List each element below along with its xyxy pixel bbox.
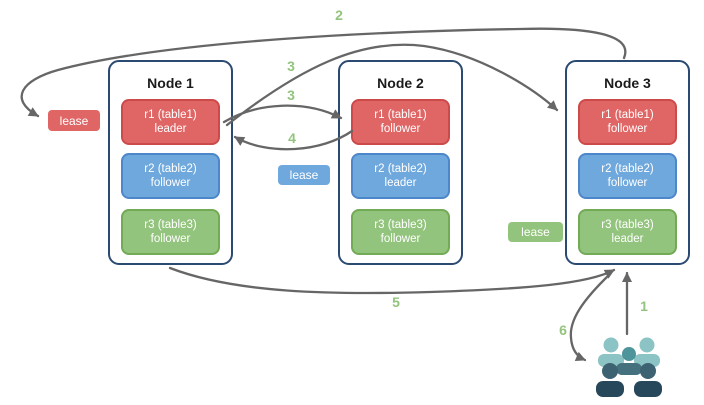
lease-chip-r1: lease — [48, 110, 100, 131]
node-2-title: Node 2 — [377, 75, 424, 91]
node-3-replica-r1: r1 (table1) follower — [578, 99, 677, 145]
node-2-replica-r2: r2 (table2) leader — [351, 153, 450, 199]
replica-range: r2 (table2) — [601, 163, 654, 175]
replica-role: follower — [607, 123, 648, 135]
lease-chip-r2: lease — [278, 165, 330, 185]
node-2: Node 2 r1 (table1) follower r2 (table2) … — [338, 60, 463, 265]
node-1-replica-r1: r1 (table1) leader — [121, 99, 220, 145]
step-label-2: 2 — [335, 7, 343, 23]
replica-role: follower — [150, 177, 191, 189]
lease-label: lease — [59, 113, 89, 128]
replica-range: r2 (table2) — [144, 163, 197, 175]
replica-range: r1 (table1) — [374, 109, 427, 121]
replica-role: follower — [380, 123, 421, 135]
step-label-3a: 3 — [287, 58, 295, 74]
replica-range: r1 (table1) — [601, 109, 654, 121]
node-1-replica-r3: r3 (table3) follower — [121, 209, 220, 255]
replica-role: follower — [607, 177, 648, 189]
node-3: Node 3 r1 (table1) follower r2 (table2) … — [565, 60, 690, 265]
arrow-step-5 — [168, 266, 616, 295]
step-label-4: 4 — [288, 130, 296, 146]
lease-chip-r3: lease — [508, 222, 563, 242]
node-3-title: Node 3 — [604, 75, 651, 91]
arrow-step-6 — [569, 272, 612, 362]
replica-role: follower — [380, 233, 421, 245]
node-1-replica-r2: r2 (table2) follower — [121, 153, 220, 199]
replica-range: r2 (table2) — [374, 163, 427, 175]
node-1-title: Node 1 — [147, 75, 194, 91]
step-label-6: 6 — [559, 322, 567, 338]
lease-label: lease — [521, 225, 550, 239]
node-3-replica-r3: r3 (table3) leader — [578, 209, 677, 255]
lease-label: lease — [289, 168, 319, 182]
replica-range: r3 (table3) — [374, 219, 427, 231]
users-icon — [596, 337, 662, 397]
replica-range: r1 (table1) — [144, 109, 197, 121]
replica-range: r3 (table3) — [601, 219, 654, 231]
replica-role: follower — [150, 233, 191, 245]
replica-role: leader — [384, 177, 417, 189]
step-label-3b: 3 — [287, 87, 295, 103]
step-label-5: 5 — [392, 294, 400, 310]
replica-role: leader — [154, 123, 187, 135]
arrow-step-3-to-node2 — [222, 104, 343, 124]
step-label-1: 1 — [640, 298, 648, 314]
node-3-replica-r2: r2 (table2) follower — [578, 153, 677, 199]
node-2-replica-r1: r1 (table1) follower — [351, 99, 450, 145]
replica-range: r3 (table3) — [144, 219, 197, 231]
replica-role: leader — [611, 233, 644, 245]
node-1: Node 1 r1 (table1) leader r2 (table2) fo… — [108, 60, 233, 265]
node-2-replica-r3: r3 (table3) follower — [351, 209, 450, 255]
